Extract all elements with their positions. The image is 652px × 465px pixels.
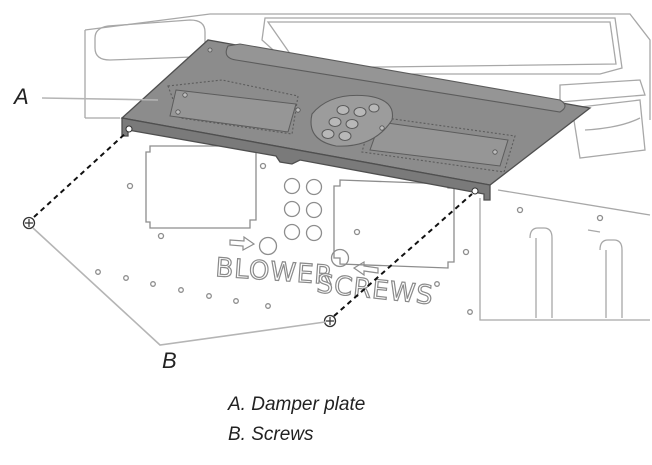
blower-stencil: BLOWER — [215, 253, 335, 291]
screw-right-icon — [323, 314, 337, 328]
screw-left-icon — [22, 216, 36, 230]
mounting-hole-pattern — [95, 162, 604, 315]
appliance-body-outline — [84, 13, 651, 321]
callout-label-a: A — [14, 84, 29, 109]
callout-leaders — [32, 97, 326, 346]
legend-item-screws: B. Screws — [228, 424, 314, 445]
legend-item-damper-plate: A. Damper plate — [228, 394, 366, 415]
callout-label-b: B — [162, 348, 177, 373]
damper-plate — [120, 39, 592, 201]
arrow-right-icon — [229, 235, 256, 252]
right-duct-opening — [333, 179, 455, 269]
screw-path-lines — [33, 131, 473, 317]
screws-stencil: SCREWS — [315, 269, 435, 311]
arrow-left-icon — [352, 260, 379, 277]
left-duct-opening — [145, 145, 257, 229]
